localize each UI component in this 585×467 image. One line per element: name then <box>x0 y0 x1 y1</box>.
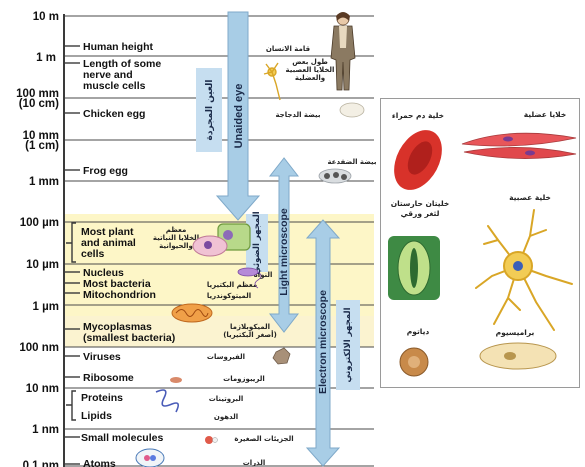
tick-10mm: 10 mm(1 cm) <box>23 130 60 152</box>
tick-1mm: 1 mm <box>29 176 59 188</box>
tick-100mm: 100 mm(10 cm) <box>16 88 59 110</box>
light-microscope-ar: المجهر الضوئي <box>252 211 262 274</box>
nerve-cell-icon <box>264 63 280 100</box>
label-human-height: Human height <box>83 41 154 53</box>
diatom-icon <box>400 348 428 376</box>
mitochondrion-icon <box>172 304 212 322</box>
rbc-label: خلية دم حمراء <box>392 111 444 120</box>
electron-microscope-ar: المجهر الالكتروني <box>343 307 353 382</box>
label-frog-egg: Frog egg <box>83 165 128 177</box>
tick-100nm: 100 nm <box>19 342 59 354</box>
paramecium-label: براميسيوم <box>496 328 535 337</box>
ar-viruses: الفيروسات <box>207 353 245 361</box>
scale-labels: 10 m 1 m 100 mm(10 cm) 10 mm(1 cm) 1 mm … <box>16 11 59 467</box>
tick-01nm: 0.1 nm <box>23 460 59 467</box>
ar-atoms: الذرات <box>243 459 266 467</box>
label-lipids: Lipids <box>81 410 112 422</box>
light-microscope-label: Light microscope <box>278 208 290 296</box>
tick-1m: 1 m <box>36 52 56 64</box>
label-proteins: Proteins <box>81 392 123 404</box>
virus-icon <box>273 348 290 364</box>
ar-small-molecules: الجزيئات الصغيرة <box>234 435 293 443</box>
label-small-molecules: Small molecules <box>81 432 163 444</box>
ar-chicken-egg: بيضة الدجاجة <box>275 111 320 119</box>
small-molecule-icon <box>205 436 218 444</box>
nerve-cell-label: خلية عصبية <box>509 193 551 202</box>
tick-1nm: 1 nm <box>32 424 59 436</box>
label-viruses: Viruses <box>83 351 121 363</box>
unaided-eye-ar: العين المجردة <box>205 80 215 141</box>
cell-examples-panel: خلية دم حمراء خلايا عضلية خليتان حارستان… <box>380 98 580 388</box>
tick-10um: 10 µm <box>26 259 59 271</box>
ar-ribosome: الريبوزومات <box>223 375 265 383</box>
protein-icon <box>156 390 178 412</box>
tick-10m: 10 m <box>33 11 59 23</box>
tick-100um: 100 µm <box>20 217 59 229</box>
diatom-label: دياتوم <box>407 327 430 336</box>
label-atoms: Atoms <box>83 458 116 467</box>
label-chicken-egg: Chicken egg <box>83 108 145 120</box>
human-figure <box>331 12 355 90</box>
tick-10nm: 10 nm <box>26 383 59 395</box>
ar-human-height: قامة الانسان <box>266 45 311 53</box>
electron-microscope-label: Electron microscope <box>317 290 329 394</box>
ribosome-icon <box>170 377 182 383</box>
muscle-label: خلايا عضلية <box>524 110 567 119</box>
ar-bacteria: معظم البكتيريا <box>207 281 257 289</box>
chicken-egg-icon <box>340 103 364 117</box>
ar-mycoplasmas: الميكوبلازما(أصغر البكتيريا) <box>223 323 277 339</box>
guard-cells-icon <box>388 236 440 300</box>
ar-mitochondrion: الميتوكوندريا <box>207 292 251 300</box>
tick-1um: 1 µm <box>33 301 59 313</box>
label-ribosome: Ribosome <box>83 372 134 384</box>
unaided-eye-label: Unaided eye <box>233 84 245 149</box>
ar-frog-egg: بيضة الضفدعة <box>327 158 376 166</box>
label-mitochondrion: Mitochondrion <box>83 289 156 301</box>
frog-egg-icon <box>319 169 351 183</box>
atom-icon <box>136 449 164 467</box>
ar-lipids: الدهون <box>214 413 238 421</box>
ar-proteins: البروتينات <box>209 395 244 403</box>
paramecium-icon <box>480 343 556 369</box>
